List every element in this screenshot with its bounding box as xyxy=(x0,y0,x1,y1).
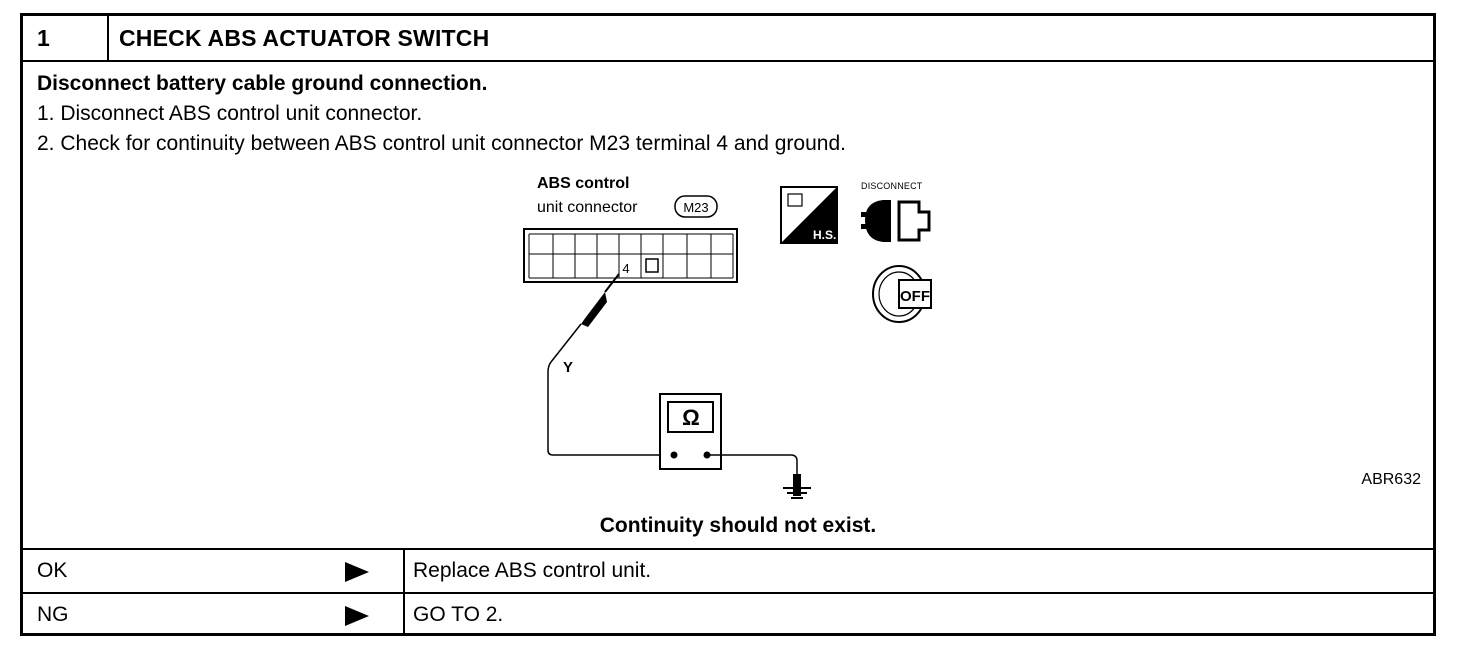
connector-label-line2: unit connector xyxy=(537,199,638,216)
outcome-action: GO TO 2. xyxy=(413,603,504,626)
svg-text:M23: M23 xyxy=(683,200,708,215)
instruction-cell: Disconnect battery cable ground connecti… xyxy=(23,62,1433,550)
inspection-table: 1 CHECK ABS ACTUATOR SWITCH Disconnect b… xyxy=(20,13,1436,636)
instruction-step-1: 1. Disconnect ABS control unit connector… xyxy=(37,102,423,125)
hot-shot-icon: H.S. xyxy=(780,186,838,244)
connector-label-line1: ABS control xyxy=(537,175,629,192)
arrow-right-icon xyxy=(345,562,369,582)
disconnect-icon xyxy=(861,200,931,242)
table-header: 1 CHECK ABS ACTUATOR SWITCH xyxy=(23,16,1433,62)
outcome-action: Replace ABS control unit. xyxy=(413,559,652,582)
instruction-bold-line: Disconnect battery cable ground connecti… xyxy=(37,72,488,95)
outcome-row-ng: NG GO TO 2. xyxy=(23,594,1433,636)
connector-id-badge: M23 xyxy=(674,195,718,218)
ohmmeter: Ω xyxy=(659,393,722,470)
instruction-step-2: 2. Check for continuity between ABS cont… xyxy=(37,132,846,155)
svg-text:OFF: OFF xyxy=(900,288,930,305)
disconnect-label: DISCONNECT xyxy=(861,181,923,191)
expected-result: Continuity should not exist. xyxy=(599,514,877,537)
probe-y xyxy=(547,273,673,456)
connector-m23: 4 xyxy=(523,228,738,283)
outcome-label: NG xyxy=(37,603,69,626)
arrow-right-icon xyxy=(345,606,369,626)
terminal-number: 4 xyxy=(622,261,629,276)
svg-text:H.S.: H.S. xyxy=(813,228,836,242)
step-title: CHECK ABS ACTUATOR SWITCH xyxy=(119,25,490,51)
step-number: 1 xyxy=(23,16,109,60)
outcome-label: OK xyxy=(37,559,68,582)
wiring-diagram: ABS control unit connector M23 4 xyxy=(523,175,801,496)
ignition-off-icon: OFF xyxy=(872,265,932,323)
wire-color-label: Y xyxy=(563,359,573,376)
ohm-icon: Ω xyxy=(682,405,700,430)
figure-id: ABR632 xyxy=(1361,471,1421,488)
outcome-row-ok: OK Replace ABS control unit. xyxy=(23,550,1433,594)
ground-icon xyxy=(783,474,811,499)
